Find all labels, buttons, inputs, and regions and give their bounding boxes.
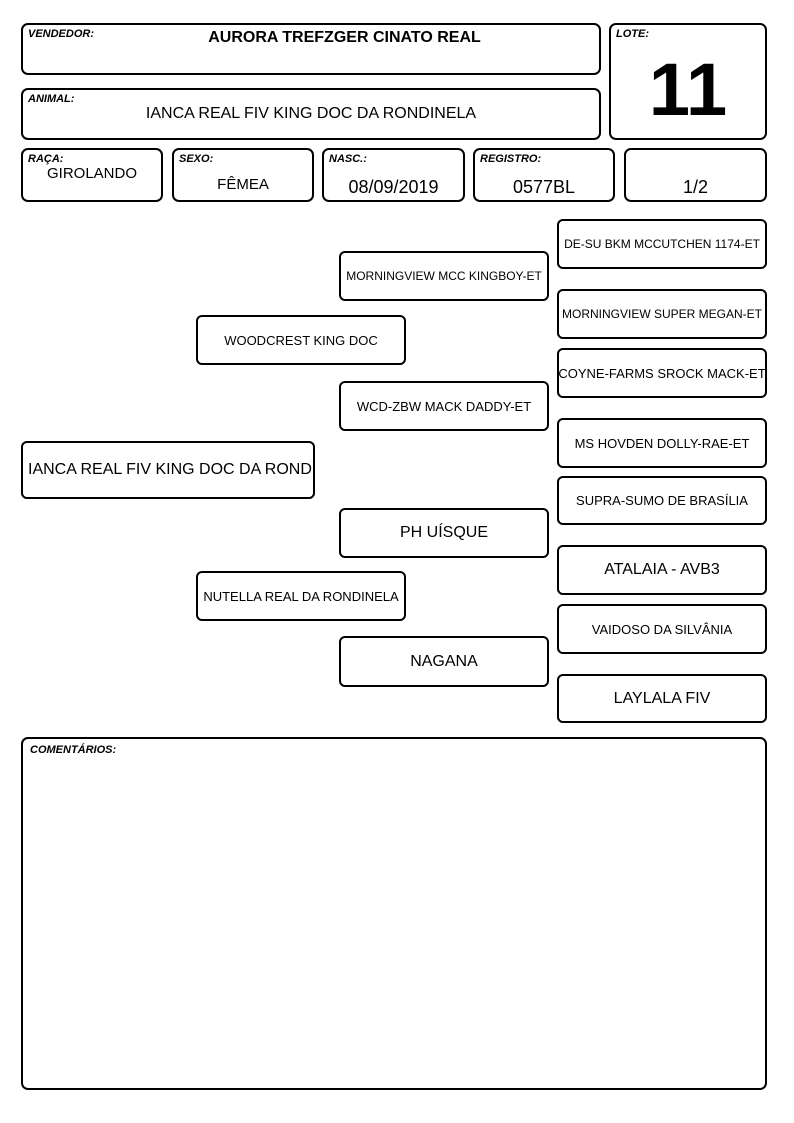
nasc-box: NASC.: 08/09/2019: [322, 148, 465, 202]
animal-label: ANIMAL:: [28, 93, 75, 105]
pedigree-sire: WOODCREST KING DOC: [196, 315, 406, 365]
pedigree-dam: NUTELLA REAL DA RONDINELA: [196, 571, 406, 621]
pedigree-dam-dam: NAGANA: [339, 636, 549, 687]
lote-number: 11: [648, 48, 728, 131]
lote-box: LOTE: 11: [609, 23, 767, 140]
registro-box: REGISTRO: 0577BL: [473, 148, 615, 202]
pedigree-sds: COYNE-FARMS SROCK MACK-ET: [557, 348, 767, 398]
raca-value: GIROLANDO: [46, 165, 137, 182]
grau-sangue-box: 1/2: [624, 148, 767, 202]
pedigree-sss: DE-SU BKM MCCUTCHEN 1174-ET: [557, 219, 767, 269]
comments-label: COMENTÁRIOS:: [30, 744, 117, 756]
animal-value: IANCA REAL FIV KING DOC DA RONDINELA: [145, 105, 477, 122]
sexo-label: SEXO:: [179, 153, 214, 165]
pedigree-sire-sire: MORNINGVIEW MCC KINGBOY-ET: [339, 251, 549, 301]
pedigree-sdd: MS HOVDEN DOLLY-RAE-ET: [557, 418, 767, 468]
pedigree-ddd: LAYLALA FIV: [557, 674, 767, 723]
vendedor-value: AURORA TREFZGER CINATO REAL: [208, 29, 481, 46]
pedigree-dds: VAIDOSO DA SILVÂNIA: [557, 604, 767, 654]
pedigree-dsd: ATALAIA - AVB3: [557, 545, 767, 595]
vendedor-box: VENDEDOR: AURORA TREFZGER CINATO REAL: [21, 23, 601, 75]
lote-label: LOTE:: [616, 28, 649, 40]
pedigree-animal: IANCA REAL FIV KING DOC DA RONDI: [21, 441, 315, 499]
sexo-value: FÊMEA: [217, 176, 269, 193]
raca-label: RAÇA:: [28, 153, 64, 165]
animal-box: ANIMAL: IANCA REAL FIV KING DOC DA RONDI…: [21, 88, 601, 140]
pedigree-dam-sire: PH UÍSQUE: [339, 508, 549, 558]
grau-sangue-value: 1/2: [682, 177, 709, 197]
comments-box: COMENTÁRIOS:: [21, 737, 767, 1090]
pedigree-ssd: MORNINGVIEW SUPER MEGAN-ET: [557, 289, 767, 339]
registro-label: REGISTRO:: [480, 153, 542, 165]
nasc-value: 08/09/2019: [348, 177, 439, 197]
nasc-label: NASC.:: [329, 153, 367, 165]
pedigree-dss: SUPRA-SUMO DE BRASÍLIA: [557, 476, 767, 525]
raca-box: RAÇA: GIROLANDO: [21, 148, 163, 202]
vendedor-label: VENDEDOR:: [28, 28, 95, 40]
registro-value: 0577BL: [512, 177, 576, 197]
pedigree-sire-dam: WCD-ZBW MACK DADDY-ET: [339, 381, 549, 431]
sexo-box: SEXO: FÊMEA: [172, 148, 314, 202]
